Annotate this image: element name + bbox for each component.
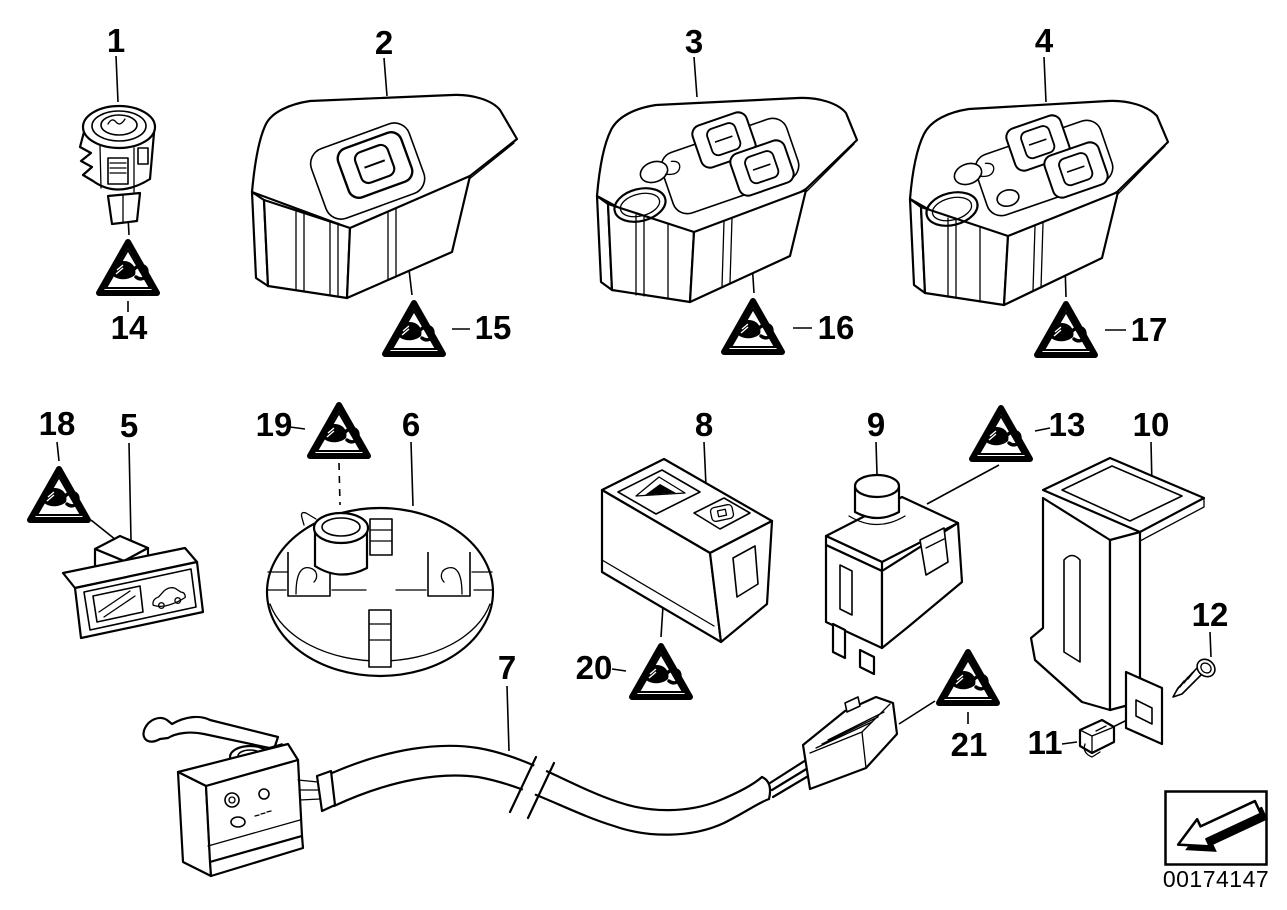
leader-line [1061,741,1078,745]
leader-lines [56,55,1212,752]
part-10-bracket [1029,456,1206,746]
arrow-down-left-icon [1176,799,1268,852]
cable [330,744,764,812]
leader-line [383,57,388,97]
part-7-microswitch-cable [142,695,899,878]
callout-label-20: 20 [576,649,613,686]
lever-arm [142,715,280,751]
leader-line [1209,631,1212,658]
callout-label-6: 6 [402,406,420,443]
callout-label-10: 10 [1133,406,1170,443]
cable-break [512,755,551,818]
leader-line [128,442,132,541]
leader-line [660,605,664,638]
mounting-leg [858,648,876,676]
warning-triangle-icon [939,652,997,703]
leader-line [1034,427,1051,432]
leader-line [898,700,936,725]
warning-triangle-icon [30,469,88,520]
part-2-window-switch-panel [250,93,519,300]
part-8-hazard-switch [600,457,774,644]
leader-line [926,464,1000,505]
wires [768,758,812,799]
leader-line [90,519,117,541]
part-1-round-switch [78,104,157,226]
callout-label-4: 4 [1035,22,1054,59]
leader-line [115,55,119,103]
callout-label-16: 16 [818,309,855,346]
document-number: 00174147 [1163,866,1269,892]
part-11-clip-nut [1078,718,1116,758]
clip-cutout [427,552,471,597]
callout-label-18: 18 [39,405,76,442]
rocker-cap [92,585,144,623]
oval-button [953,162,995,186]
part-5-rocker-switch [61,534,205,640]
latch-tab [919,527,949,576]
oval-button [639,160,681,184]
car-side-icon [152,587,186,609]
callout-label-7: 7 [498,649,516,686]
callout-label-9: 9 [867,406,885,443]
callout-labels: 1 2 3 4 18 5 19 6 8 9 13 10 7 20 21 11 1… [39,22,1229,763]
leader-line [410,441,414,507]
warning-triangle-icon [724,301,782,352]
part-3-window-switch-panel-double [595,96,859,304]
slot [1063,554,1081,663]
top-opening [1061,465,1183,522]
screw-head [1196,658,1216,678]
lighter-coil-glyph [107,118,126,125]
hazard-triangle-icon [635,476,686,497]
plunger-cap [853,473,901,499]
callout-label-2: 2 [375,24,393,61]
connector-plug [801,695,899,791]
callout-label-14: 14 [111,309,148,346]
leader-line [1043,56,1047,103]
leader-line [611,668,627,672]
bottom-tab [368,609,392,668]
mounting-leg [831,622,847,660]
callout-label-17: 17 [1131,311,1168,348]
warning-triangle-icon [310,405,368,456]
part-6-switch-mount-disc [265,506,495,678]
leader-line [703,441,707,487]
warning-triangle-icon [99,242,157,293]
connector-tab [106,191,142,226]
lock-button [693,497,751,530]
stamp: 00174147 [1163,790,1269,892]
center-tab [369,518,393,556]
cable-boot [315,769,337,813]
part-9-plunger-switch [824,473,964,676]
latch-tab [732,545,759,598]
callout-label-19: 19 [256,406,293,443]
leader-line [506,685,510,752]
callout-label-15: 15 [475,309,512,346]
callout-label-13: 13 [1049,406,1086,443]
callout-label-1: 1 [107,22,125,59]
leader-line [338,462,341,506]
round-button [996,188,1020,208]
callout-label-11: 11 [1028,724,1063,761]
part-12-screw [1172,658,1216,698]
leader-line [56,441,60,462]
callout-label-12: 12 [1192,596,1229,633]
warning-triangle-icon [1037,304,1095,355]
warning-triangle-icon [972,408,1030,459]
warning-triangle-icon [632,646,690,697]
callout-label-3: 3 [685,23,703,60]
callout-label-8: 8 [695,406,713,443]
lock-glyph [709,503,735,523]
leader-line [289,426,306,430]
clip-hole [1135,699,1153,725]
callout-label-21: 21 [951,726,988,763]
warning-triangle-icon [385,303,443,354]
leader-line [693,56,698,98]
leader-line [875,441,878,475]
callout-label-5: 5 [120,407,138,444]
part-4-window-switch-panel-double-b [908,99,1170,307]
